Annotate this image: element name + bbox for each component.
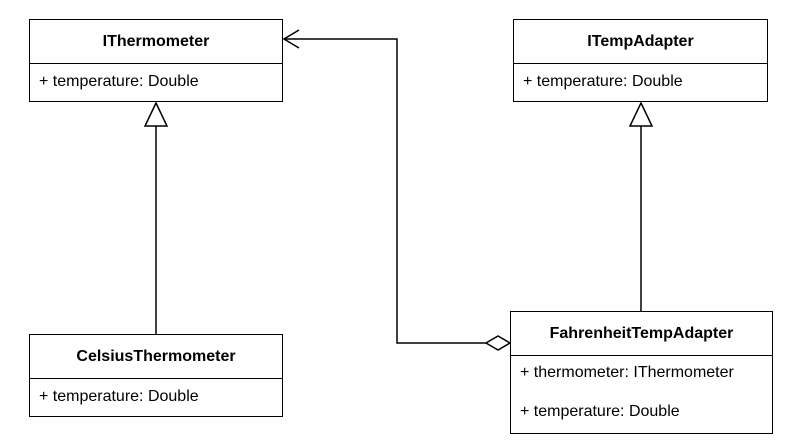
class-name-celsiusthermometer: CelsiusThermometer xyxy=(30,335,282,379)
attribute-temperature: + temperature: Double xyxy=(39,388,199,405)
navigable-arrowhead-ithermometer xyxy=(282,29,300,49)
attribute-thermometer: + thermometer: IThermometer xyxy=(520,364,734,381)
attribute-temperature: + temperature: Double xyxy=(523,73,683,90)
class-celsiusthermometer[interactable]: CelsiusThermometer + temperature: Double xyxy=(29,334,283,417)
class-ithermometer[interactable]: IThermometer + temperature: Double xyxy=(29,19,283,102)
class-name-fahrenheittempadapter: FahrenheitTempAdapter xyxy=(511,312,772,356)
class-name-ithermometer: IThermometer xyxy=(30,20,282,64)
attributes-ithermometer: + temperature: Double xyxy=(30,64,282,92)
aggregation-diamond xyxy=(484,335,512,351)
class-itempadapter[interactable]: ITempAdapter + temperature: Double xyxy=(513,19,768,102)
attribute-temperature: + temperature: Double xyxy=(520,403,680,420)
attributes-itempadapter: + temperature: Double xyxy=(514,64,767,92)
class-fahrenheittempadapter[interactable]: FahrenheitTempAdapter + thermometer: ITh… xyxy=(510,311,773,434)
generalization-arrowhead-itempadapter xyxy=(628,101,654,127)
generalization-arrowhead-ithermometer xyxy=(143,101,169,127)
attribute-temperature: + temperature: Double xyxy=(39,73,199,90)
aggregation-fahrenheit-to-ithermometer[interactable] xyxy=(284,38,486,344)
attributes-celsiusthermometer: + temperature: Double xyxy=(30,379,282,407)
attributes-fahrenheittempadapter: + thermometer: IThermometer + temperatur… xyxy=(511,356,772,422)
class-name-itempadapter: ITempAdapter xyxy=(514,20,767,64)
